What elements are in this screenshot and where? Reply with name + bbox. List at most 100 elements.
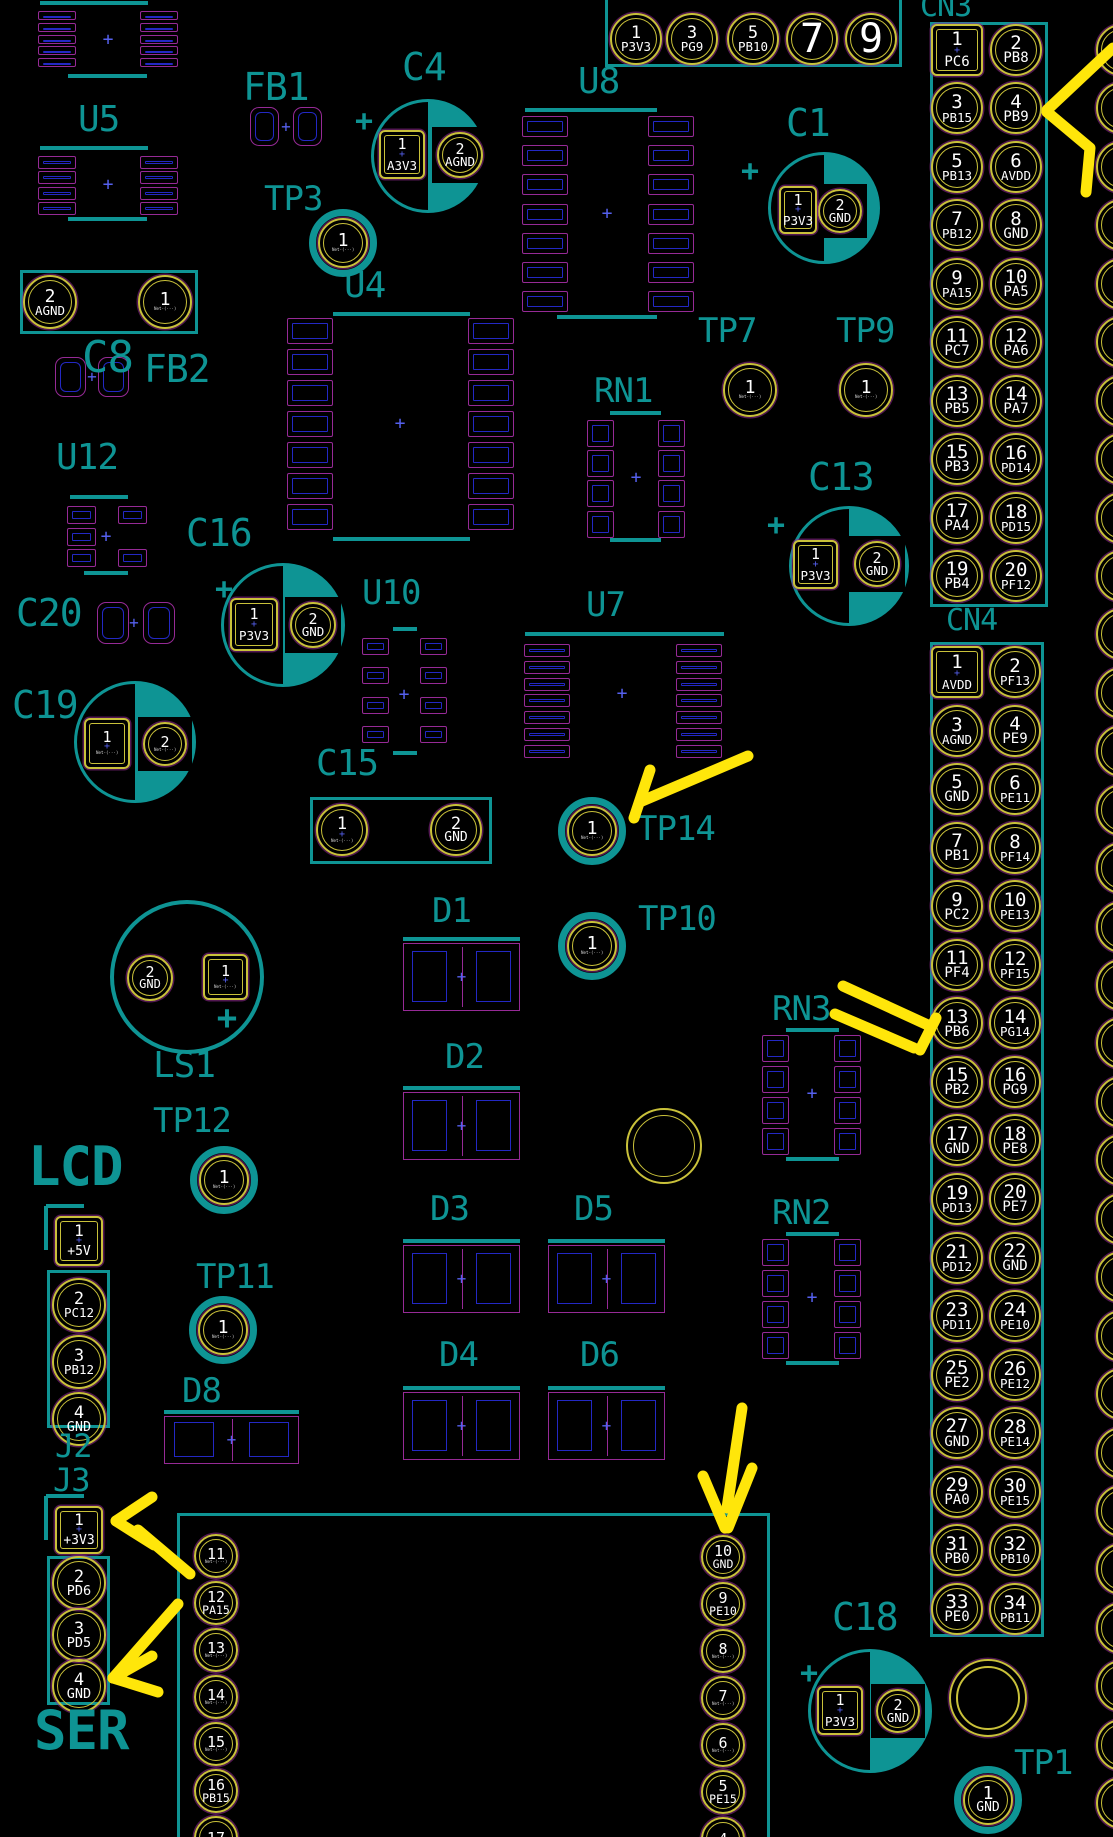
connector-j2-pin-1[interactable]: 1++5V [55,1216,103,1266]
ic-u7-pad-l2[interactable] [524,677,570,691]
ic-u7-pad-r5[interactable] [676,728,722,741]
ic-u-topleft-pad-r3[interactable] [140,46,178,56]
ic-u-topleft-pad-r0[interactable] [140,11,178,20]
ic-u-topleft-pad-l2[interactable] [38,34,76,44]
ic-u7-pad-l3[interactable] [524,694,570,708]
ic-rn1-pad-r0[interactable] [658,420,685,447]
board-edge-pad-0[interactable] [1096,24,1113,76]
board-edge-pad-14[interactable] [1096,842,1113,895]
ic-rn1-pad-r3[interactable] [658,510,685,538]
ic-rn3-pad-r3[interactable] [834,1128,861,1155]
ic-u8-pad-l4[interactable] [522,232,568,254]
ic-u7-pad-r4[interactable] [676,711,722,725]
ic-u8-pad-l1[interactable] [522,145,568,167]
board-edge-pad-18[interactable] [1096,1075,1113,1128]
diode-body-d3[interactable] [403,1245,520,1313]
ic-rn1-pad-l0[interactable] [587,420,614,447]
ic-u5-pad-l2[interactable] [38,186,76,200]
ic-rn2-pad-l3[interactable] [762,1332,789,1359]
keepout-circle[interactable] [626,1108,702,1184]
ic-u8-pad-l3[interactable] [522,203,568,225]
ic-u5-pad-l1[interactable] [38,171,76,185]
ic-u12-pad-l0[interactable] [67,506,96,524]
diode-body-d4[interactable] [403,1392,520,1460]
part-fb1-pad-1[interactable] [250,107,279,146]
ic-u12-pad-l1[interactable] [67,527,96,546]
ic-u4-pad-l0[interactable] [287,318,333,344]
board-edge-pad-27[interactable] [1096,1601,1113,1654]
ic-u10-pad-l3[interactable] [362,725,389,743]
ic-u-topleft-pad-l0[interactable] [38,11,76,20]
board-edge-pad-12[interactable] [1096,725,1113,778]
ic-u7-pad-r6[interactable] [676,744,722,758]
ic-u4-pad-l2[interactable] [287,380,333,406]
cap-c4-pin-1[interactable]: 1+A3V3 [379,130,425,179]
cap-c15-pin-1[interactable]: 1+Net-(···) [316,804,368,856]
ic-u4-pad-l3[interactable] [287,411,333,437]
ic-u10-pad-l2[interactable] [362,696,389,714]
board-edge-pad-7[interactable] [1096,433,1113,486]
part-c8-pad-2[interactable] [98,357,129,397]
ic-rn2-pad-r3[interactable] [834,1332,861,1359]
ic-u8-pad-r6[interactable] [648,291,694,313]
ic-u8-pad-r5[interactable] [648,262,694,283]
cap-c16-pin-1[interactable]: 1+P3V3 [230,598,278,651]
ic-u8-pad-r4[interactable] [648,232,694,254]
board-edge-pad-23[interactable] [1096,1368,1113,1421]
ic-u8-pad-l6[interactable] [522,291,568,313]
board-edge-pad-6[interactable] [1096,374,1113,427]
board-edge-pad-30[interactable] [1096,1777,1113,1830]
cap-c18-pin-1[interactable]: 1+P3V3 [817,1686,863,1735]
part-c8-pad-1[interactable] [55,357,86,397]
board-edge-pad-21[interactable] [1096,1251,1113,1304]
buzzer-outline-ls1[interactable] [110,900,264,1054]
ic-u5-pad-r2[interactable] [140,186,178,200]
ic-rn1-pad-l1[interactable] [587,450,614,478]
board-edge-pad-26[interactable] [1096,1543,1113,1596]
ic-u10-pad-r0[interactable] [420,638,447,655]
ic-rn1-pad-r2[interactable] [658,480,685,508]
